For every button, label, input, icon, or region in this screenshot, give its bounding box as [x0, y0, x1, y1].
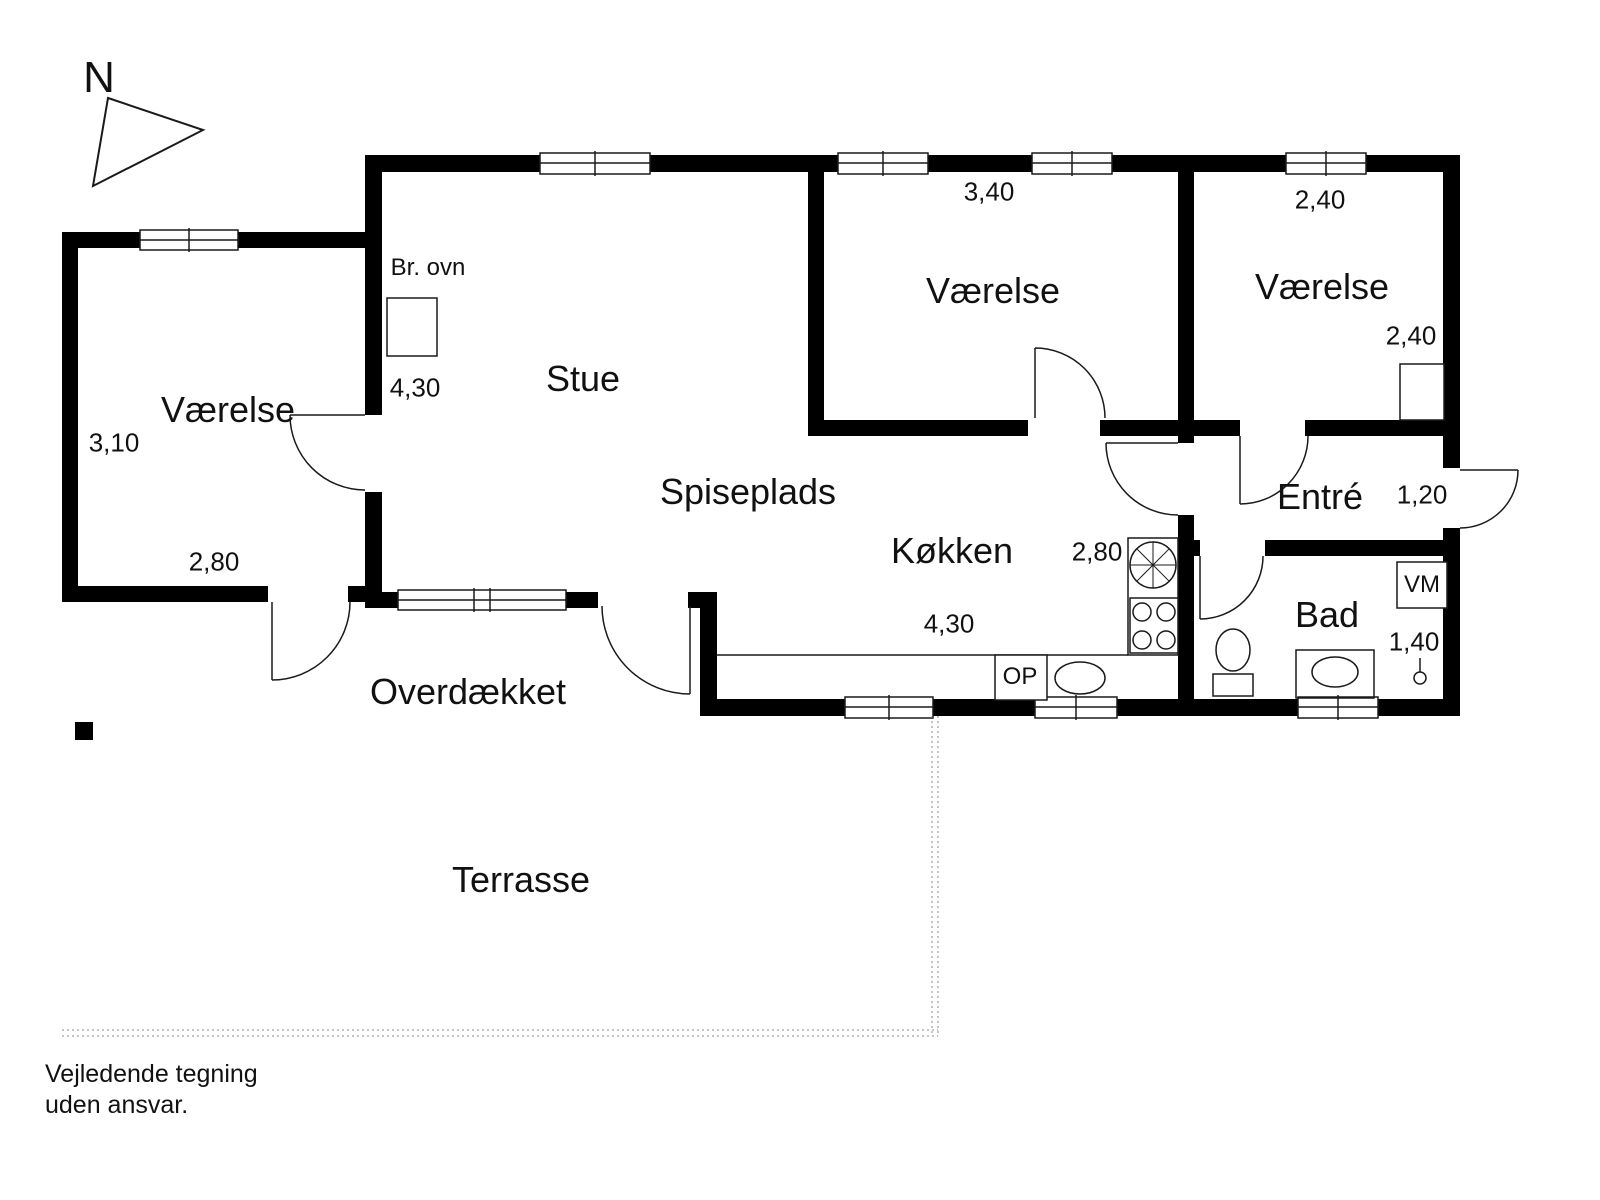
walls: [62, 155, 1460, 716]
north-label: N: [83, 53, 115, 102]
door-annex-exterior: [271, 601, 351, 681]
wood-stove: [386, 297, 438, 357]
dim-vaerelse-mid-top: 3,40: [963, 176, 1015, 207]
window-koekken-1: [844, 695, 934, 720]
window-bad: [1297, 695, 1379, 720]
window-stue-top: [539, 151, 651, 176]
dishwasher-box: [994, 654, 1048, 701]
fixtures: [75, 297, 1448, 740]
floor-drain: [1413, 658, 1427, 685]
door-annex-stue: [289, 414, 366, 491]
room-label-terrasse: Terrasse: [451, 859, 591, 900]
closet-vaerelse-right: [1399, 363, 1445, 421]
room-label-vaerelse-mid: Værelse: [925, 270, 1061, 311]
window-vaerelse-mid-1: [837, 151, 929, 176]
annotation-vm: VM: [1404, 571, 1440, 598]
kitchen-counter: [716, 537, 1179, 656]
room-label-vaerelse-left: Værelse: [160, 389, 296, 430]
dim-vaerelse-left-side: 3,10: [88, 427, 140, 458]
room-label-entre: Entré: [1276, 476, 1364, 517]
dim-stue: 4,30: [389, 372, 441, 403]
doors: [271, 347, 1519, 695]
room-label-bad: Bad: [1294, 594, 1360, 635]
room-label-spiseplads: Spiseplads: [659, 471, 837, 512]
dim-vaerelse-right-top: 2,40: [1294, 184, 1346, 215]
room-label-koekken: Køkken: [890, 530, 1014, 571]
annotation-op: OP: [1002, 663, 1038, 690]
window-stue-bottom: [397, 588, 567, 612]
door-vaerelse-right-entre: [1239, 435, 1309, 505]
door-front-entre: [1459, 469, 1519, 529]
window-koekken-2: [1034, 695, 1118, 720]
door-koekken-entre: [1105, 442, 1179, 516]
dim-koekken-side: 2,80: [1071, 536, 1123, 567]
disclaimer-line-2: uden ansvar.: [45, 1091, 189, 1119]
stove-cooktop: [1129, 597, 1179, 654]
north-arrow-icon: [91, 96, 206, 188]
window-vaerelse-mid-2: [1031, 151, 1113, 176]
bath-sink: [1295, 649, 1375, 699]
dim-entre: 1,20: [1396, 479, 1448, 510]
door-entre-bad: [1199, 555, 1264, 620]
toilet: [1212, 628, 1254, 697]
fan-symbol: [1129, 541, 1177, 589]
door-vaerelse-mid: [1034, 347, 1106, 419]
terrace-post: [75, 722, 93, 740]
room-label-vaerelse-right: Værelse: [1254, 266, 1390, 307]
dim-vaerelse-left-bottom: 2,80: [188, 546, 240, 577]
dim-koekken-bottom: 4,30: [923, 608, 975, 639]
annotation-br-ovn: Br. ovn: [390, 254, 466, 281]
room-label-overdaekket: Overdækket: [369, 671, 567, 712]
washing-machine-box: [1396, 561, 1448, 609]
windows: [139, 151, 1379, 720]
disclaimer-line-1: Vejledende tegning: [45, 1060, 258, 1088]
kitchen-sink: [1054, 661, 1106, 695]
room-label-stue: Stue: [545, 358, 621, 399]
dim-bad: 1,40: [1388, 626, 1440, 657]
window-annex: [139, 228, 239, 252]
window-vaerelse-right: [1285, 151, 1367, 176]
door-stue-overdaekket: [601, 605, 691, 695]
dim-vaerelse-right-side: 2,40: [1385, 320, 1437, 351]
